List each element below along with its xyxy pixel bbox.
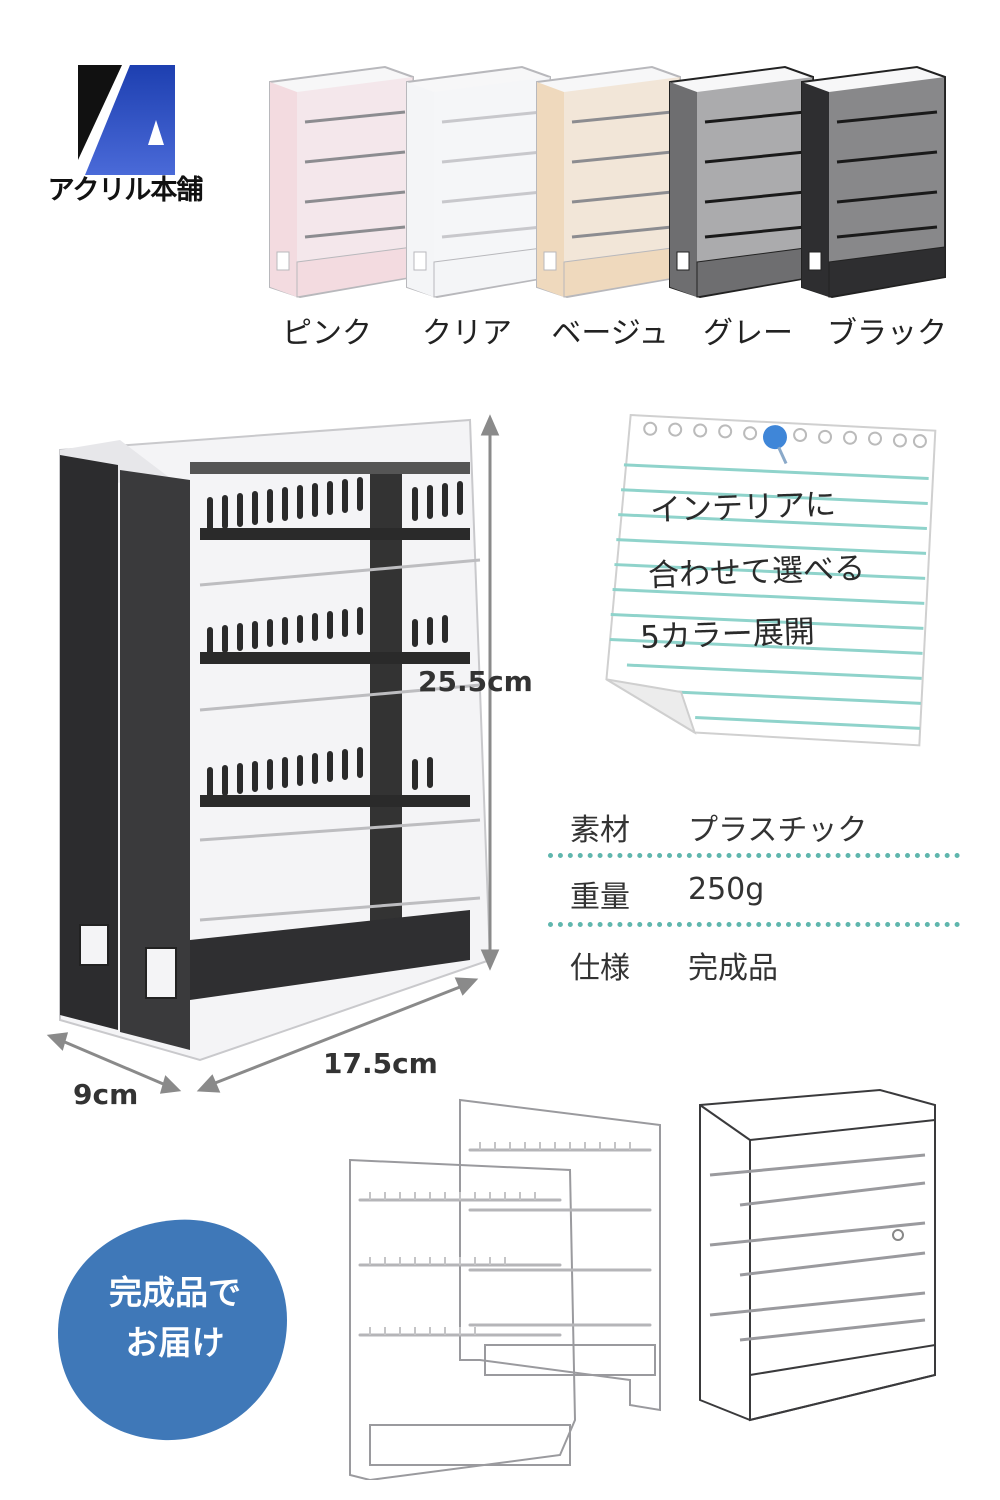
color-variant-label: ベージュ [551,316,669,351]
brand-name: アクリル本舗 [47,175,204,206]
memo-line-1: インテリアに [649,486,837,529]
color-variant-label: グレー [703,316,793,351]
color-variant-label: クリア [422,316,512,351]
spec-key: 仕様 [570,951,630,986]
color-variant-image[interactable] [402,62,552,302]
parts-image [349,1098,661,1480]
spec-divider [548,922,960,927]
width-dimension: 17.5cm [323,1047,438,1080]
acrylic-case-image [699,1088,936,1422]
spec-value: 250g [688,872,765,907]
color-variant-label: ブラック [827,316,947,351]
spec-key: 素材 [570,813,630,848]
spec-row-material: 素材 プラスチック [570,795,960,855]
badge-line-1: 完成品で [109,1273,241,1312]
spec-key: 重量 [570,880,630,915]
spec-value: プラスチック [688,813,868,848]
delivery-badge [58,1219,287,1441]
memo-line-3: 5カラー展開 [639,613,816,656]
depth-dimension: 9cm [73,1078,139,1111]
spec-divider [548,853,960,858]
spec-row-weight: 重量 250g [570,862,960,922]
memo-note-image [605,413,937,747]
badge-line-2: お届け [125,1323,225,1362]
memo-line-2: 合わせて選べる [647,550,866,594]
color-variant-image[interactable] [532,62,682,302]
badge-text: 完成品で お届け [70,1268,280,1368]
height-dimension: 25.5cm [418,665,533,698]
main-product-image [46,414,500,1094]
color-variant-image[interactable] [665,62,815,302]
color-variant-image[interactable] [265,62,415,302]
color-variant-label: ピンク [282,316,372,351]
spec-value: 完成品 [688,951,778,986]
spec-row-spec: 仕様 完成品 [570,933,960,993]
brand-logo-icon [78,65,175,175]
color-variant-image[interactable] [797,62,947,302]
